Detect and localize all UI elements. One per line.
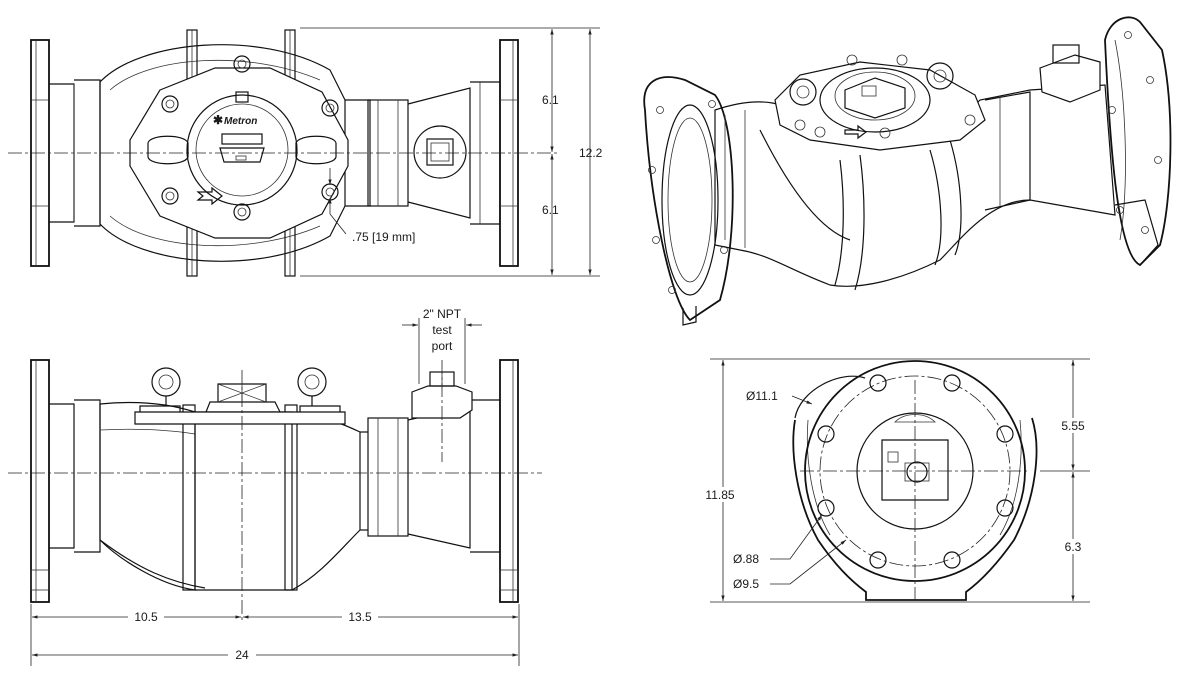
- iso-left-flange: [643, 76, 734, 322]
- right-flange-side: [499, 359, 519, 603]
- bolt-hole-icon: [817, 499, 835, 517]
- test-port-callout: 2" NPT test port: [423, 307, 462, 353]
- iso-right-flange: [1104, 16, 1172, 267]
- bolt-hole-callout: Ø.88: [733, 552, 759, 566]
- bolt-icon: [233, 55, 251, 73]
- side-view: 2" NPT test port 10.5 13.5 24: [8, 307, 542, 666]
- left-flange-side: [30, 359, 50, 603]
- top-dim-total: 12.2: [579, 146, 603, 160]
- top-view: Metron ✱ 6.1 6.1 12.2: [8, 27, 603, 277]
- flow-arrow-icon: [196, 186, 223, 206]
- end-view-housing: [792, 417, 1038, 601]
- iso-test-port: [1039, 54, 1101, 103]
- iso-flow-arrow-icon: [844, 124, 867, 140]
- metron-logo: Metron: [224, 116, 257, 127]
- bolt-icon: [233, 203, 251, 221]
- end-dim-total: 11.85: [705, 488, 734, 502]
- bolt-hole-icon: [869, 551, 887, 569]
- flange-od-callout: Ø11.1: [746, 389, 778, 403]
- iso-eye-bolt-icon: [789, 78, 817, 106]
- top-dim-upper: 6.1: [542, 93, 559, 107]
- eye-bolt-icon: [151, 367, 181, 397]
- bolt-circle-callout: Ø9.5: [733, 577, 759, 591]
- bolt-hole-icon: [996, 425, 1014, 443]
- bolt-callout: .75 [19 mm]: [352, 230, 415, 244]
- svg-text:2" NPT: 2" NPT: [423, 307, 462, 321]
- top-dim-lower: 6.1: [542, 203, 559, 217]
- end-dim-lower: 6.3: [1065, 540, 1082, 554]
- bolt-icon: [161, 187, 179, 205]
- svg-text:port: port: [432, 339, 453, 353]
- test-port-boss: [413, 125, 467, 179]
- bolt-icon: [321, 99, 339, 117]
- eye-bolt-icon: [297, 367, 327, 397]
- bolt-hole-icon: [943, 551, 961, 569]
- bolt-hole-icon: [943, 374, 961, 392]
- svg-text:test: test: [432, 323, 452, 337]
- bolt-hole-icon: [869, 374, 887, 392]
- svg-text:✱: ✱: [213, 113, 223, 127]
- end-view: 11.85 5.55 6.3 Ø11.1 Ø.88 Ø9.5: [700, 358, 1090, 603]
- test-port-plug: [426, 138, 454, 166]
- dim-overall-length: 24: [235, 648, 249, 662]
- isometric-view: [643, 16, 1172, 326]
- bolt-hole-icon: [817, 425, 835, 443]
- dim-right-length: 13.5: [348, 610, 372, 624]
- bolt-icon: [161, 95, 179, 113]
- bolt-hole-icon: [996, 499, 1014, 517]
- iso-eye-bolt-icon: [926, 62, 954, 90]
- end-dim-upper: 5.55: [1061, 419, 1085, 433]
- end-view-register: [881, 439, 949, 501]
- dim-left-length: 10.5: [134, 610, 158, 624]
